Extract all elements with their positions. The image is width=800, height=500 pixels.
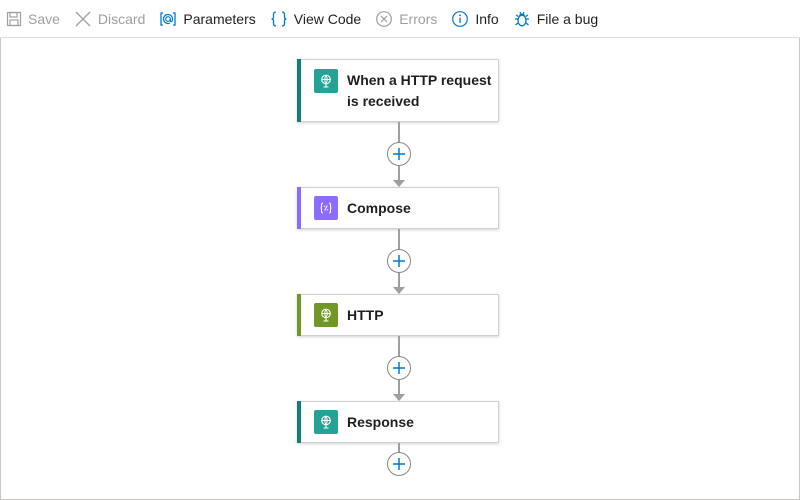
step-card-http-request[interactable]: When a HTTP request is received [297,59,499,122]
plus-icon [393,255,405,267]
step-accent-bar [297,187,301,229]
braces-icon [270,10,288,28]
connector-arrow [393,394,405,401]
bug-icon [513,10,531,28]
connector-line [398,443,400,453]
response-icon [314,410,338,434]
workflow-canvas: When a HTTP request is received Compose … [0,38,800,500]
info-label: Info [475,10,499,27]
save-icon [6,11,22,27]
parameters-label: Parameters [183,10,256,27]
add-step-button[interactable] [387,356,411,380]
plus-icon [393,362,405,374]
discard-button[interactable]: Discard [74,0,145,38]
errors-button[interactable]: Errors [375,0,437,38]
parameters-button[interactable]: Parameters [159,0,256,38]
connector-arrow [393,287,405,294]
save-label: Save [28,10,60,27]
step-card-http[interactable]: HTTP [297,294,499,336]
file-a-bug-button[interactable]: File a bug [513,0,598,38]
connector-line [398,380,400,394]
close-icon [74,10,92,28]
step-title: Response [347,413,414,430]
error-circle-icon [375,10,393,28]
connector-arrow [393,180,405,187]
designer-toolbar: Save Discard Parameters View Code Errors… [0,0,800,38]
step-card-response[interactable]: Response [297,401,499,443]
step-title: HTTP [347,306,384,323]
info-button[interactable]: Info [451,0,499,38]
parameters-icon [159,11,177,27]
step-accent-bar [297,59,301,122]
step-card-compose[interactable]: Compose [297,187,499,229]
add-step-button[interactable] [387,142,411,166]
connector-line [398,229,400,253]
view-code-button[interactable]: View Code [270,0,361,38]
step-accent-bar [297,294,301,336]
step-accent-bar [297,401,301,443]
http-request-icon [314,69,338,93]
view-code-label: View Code [293,10,362,27]
connector-line [398,336,400,360]
connector-line [398,122,400,146]
info-icon [451,10,469,28]
file-a-bug-label: File a bug [536,10,599,27]
compose-icon [314,196,338,220]
step-title: When a HTTP request is received [347,71,492,109]
connector-line [398,273,400,287]
errors-label: Errors [399,10,438,27]
discard-label: Discard [97,10,146,27]
plus-icon [393,458,405,470]
add-step-button[interactable] [387,249,411,273]
add-step-button[interactable] [387,452,411,476]
step-title: Compose [347,199,411,216]
http-icon [314,303,338,327]
save-button[interactable]: Save [6,0,60,38]
connector-line [398,166,400,180]
plus-icon [393,148,405,160]
